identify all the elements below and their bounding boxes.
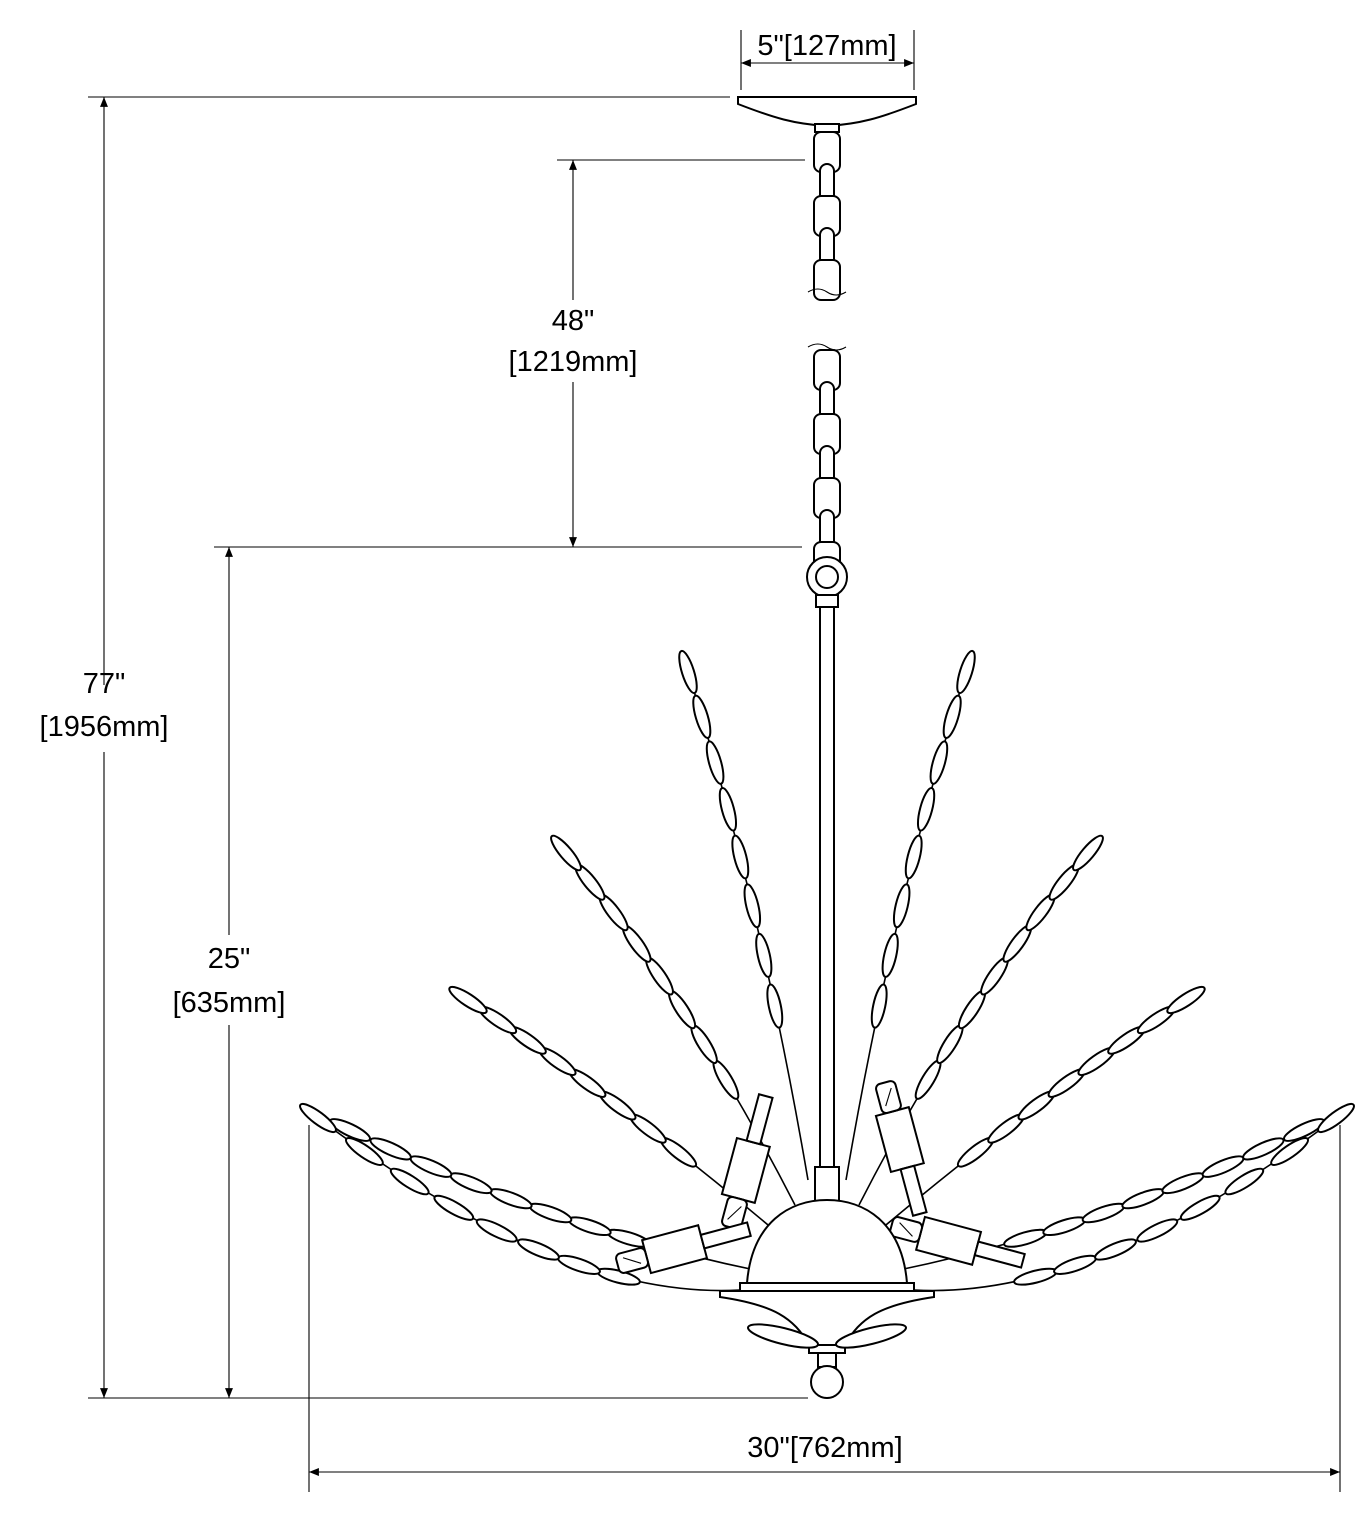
crystal-sprig	[942, 694, 962, 739]
center-body	[719, 1198, 935, 1354]
crystal-sprig	[881, 932, 899, 978]
chain-break-mark	[807, 343, 847, 351]
crystal-sprig	[1094, 1238, 1137, 1261]
canopy-width-label: 5"[127mm]	[757, 30, 896, 62]
crystal-sprig	[1201, 1155, 1245, 1178]
dimension-lines	[88, 30, 1341, 1492]
ceiling-canopy	[737, 96, 917, 133]
crystal-sprig	[916, 786, 936, 832]
finial	[810, 1352, 844, 1399]
crystal-sprig	[870, 983, 888, 1029]
crystal-sprig	[892, 883, 911, 929]
lower-crystals	[747, 1323, 907, 1349]
down-rod	[814, 606, 840, 1204]
crystal-sprig	[528, 1202, 573, 1224]
bulb-socket	[874, 1080, 928, 1217]
crystal-sprig	[344, 1137, 384, 1166]
crystal-sprig	[1072, 834, 1104, 872]
branches	[299, 649, 1355, 1292]
crystal-sprig	[718, 786, 738, 832]
crystal-sprig	[449, 1172, 493, 1195]
crystal-sprig	[1003, 1228, 1048, 1248]
bulb-socket	[615, 1221, 752, 1275]
crystal-sprig	[550, 834, 582, 872]
bulb-sockets	[615, 1080, 1026, 1275]
crystal-sprig	[1042, 1216, 1087, 1237]
crystal-sprig	[1179, 1194, 1221, 1221]
crystal-sprig	[475, 1218, 518, 1243]
crystal-sprig	[448, 985, 488, 1015]
crystal-sprig	[1317, 1102, 1355, 1134]
fixture-height-metric: [635mm]	[173, 987, 286, 1019]
crystal-sprig	[705, 740, 725, 785]
crystal-sprig	[1081, 1202, 1126, 1224]
crystal-sprig	[692, 694, 712, 739]
fixture-width-label: 30"[762mm]	[747, 1432, 902, 1464]
crystal-sprig	[517, 1238, 560, 1261]
crystal-sprig	[1224, 1167, 1265, 1196]
dimension-labels: 5"[127mm] 48" [1219mm] 77" [1956mm] 25" …	[40, 30, 903, 1464]
crystal-sprig	[755, 932, 773, 978]
crystal-sprig	[929, 740, 949, 785]
crystal-sprig	[1053, 1254, 1097, 1275]
chain	[807, 131, 847, 583]
overall-height-imperial: 77"	[83, 668, 126, 700]
crystal-sprig	[743, 883, 762, 929]
bulb-socket	[889, 1215, 1026, 1269]
crystal-sprig	[1121, 1188, 1165, 1210]
chain-link	[813, 259, 841, 301]
bulb-socket	[720, 1093, 774, 1230]
crystal-sprig	[712, 1059, 740, 1100]
crystal-sprig	[904, 834, 923, 880]
crystal-sprig	[1161, 1172, 1205, 1195]
crystal-sprig	[678, 649, 698, 695]
crystal-sprig	[557, 1254, 601, 1275]
crystal-sprig	[914, 1059, 942, 1100]
crystal-sprig	[299, 1102, 337, 1134]
crystal-sprig	[731, 834, 750, 880]
chain-length-imperial: 48"	[552, 305, 595, 337]
crystal-sprig	[489, 1188, 533, 1210]
crystal-sprig	[1136, 1218, 1179, 1243]
crystal-sprig	[956, 649, 976, 695]
crystal-sprig	[766, 983, 784, 1029]
crystal-sprig	[1013, 1267, 1058, 1286]
crystal-sprig	[567, 1216, 612, 1237]
crystal-sprig	[409, 1155, 453, 1178]
chain-length-metric: [1219mm]	[509, 346, 638, 378]
crystal-sprig	[433, 1194, 475, 1221]
hanging-loop	[806, 556, 848, 608]
overall-height-metric: [1956mm]	[40, 711, 169, 743]
chain-break-mark	[807, 288, 847, 296]
crystal-sprig	[1270, 1137, 1310, 1166]
crystal-sprig	[1166, 985, 1206, 1015]
crystal-sprig	[389, 1167, 430, 1196]
fixture-height-imperial: 25"	[208, 943, 251, 975]
